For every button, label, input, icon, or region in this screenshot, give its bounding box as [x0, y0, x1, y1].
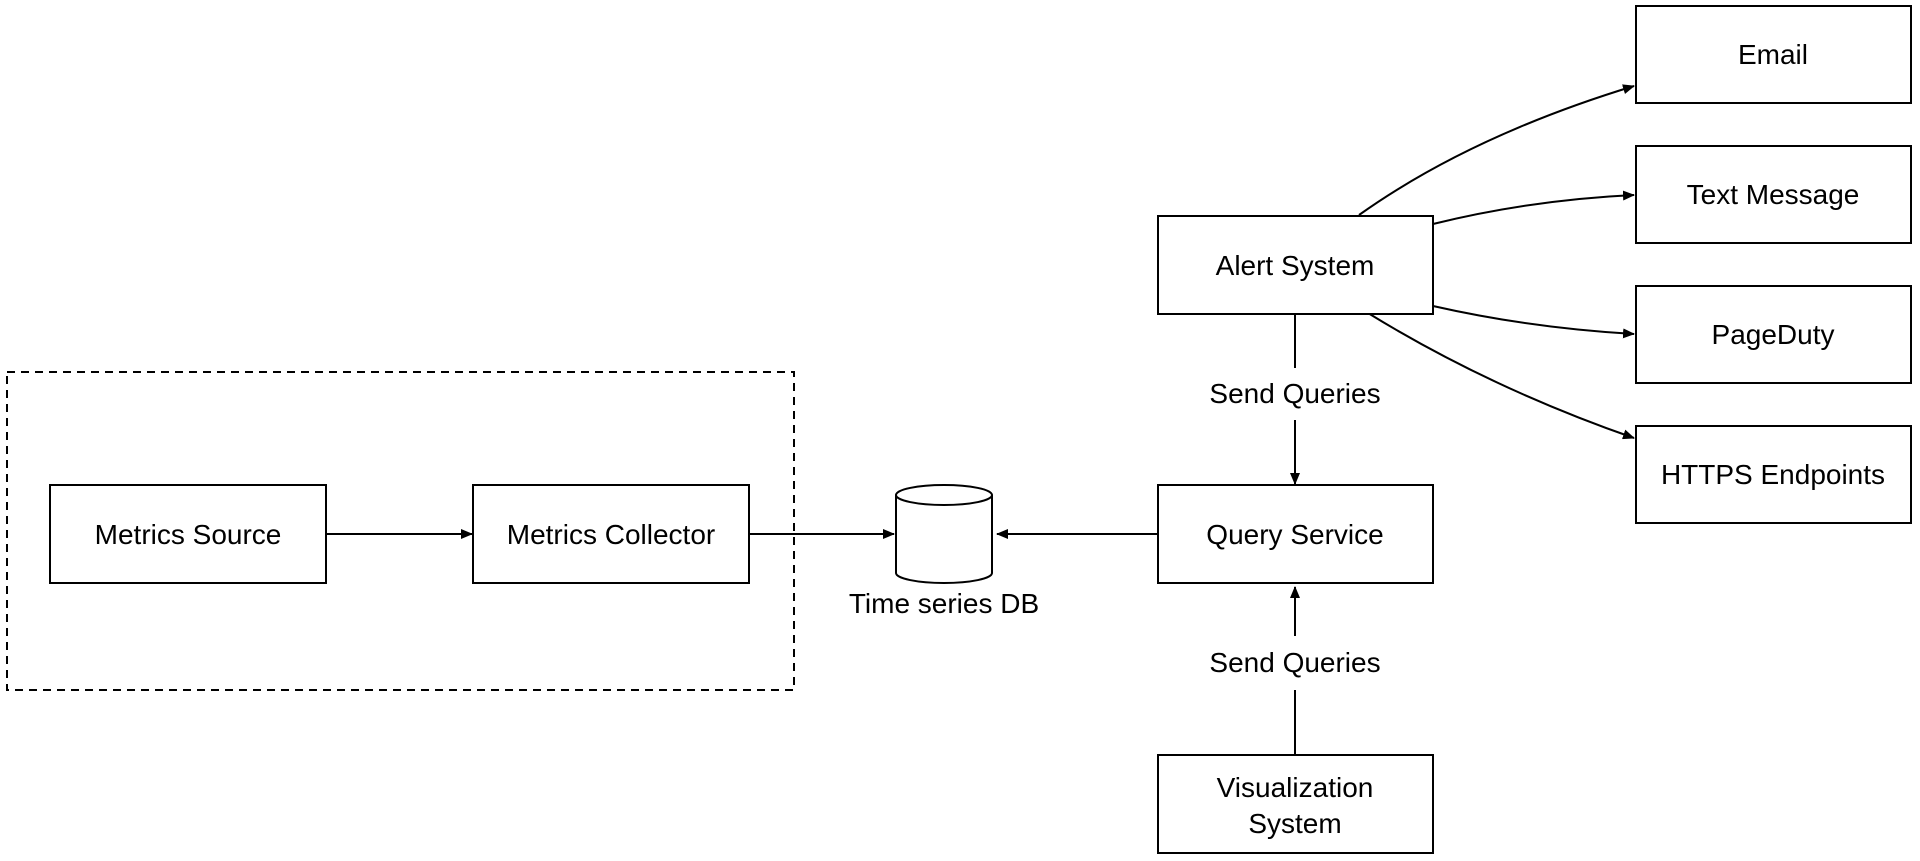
query-service-label: Query Service: [1206, 519, 1383, 550]
metrics-collection-group: [6, 371, 795, 691]
time-series-db-node: Time series DB: [849, 484, 1039, 619]
edge-alert-to-https-endpoints: [1367, 312, 1635, 440]
visualization-system-label-line1: Visualization: [1217, 772, 1374, 803]
edge-alert-to-email: [1358, 84, 1635, 216]
time-series-db-label: Time series DB: [849, 588, 1039, 619]
metrics-collector-node: Metrics Collector: [472, 484, 750, 584]
https-endpoints-node: HTTPS Endpoints: [1635, 425, 1912, 524]
visualization-system-node: Visualization System: [1157, 754, 1434, 854]
edge-label-viz-send-queries: Send Queries: [1209, 647, 1380, 678]
email-node: Email: [1635, 5, 1912, 104]
pageduty-node: PageDuty: [1635, 285, 1912, 384]
visualization-system-label-line2: System: [1248, 808, 1341, 839]
email-label: Email: [1738, 39, 1808, 70]
edge-alert-to-text-message: [1432, 190, 1635, 225]
pageduty-label: PageDuty: [1712, 319, 1835, 350]
text-message-node: Text Message: [1635, 145, 1912, 244]
alert-system-label: Alert System: [1216, 250, 1375, 281]
text-message-label: Text Message: [1687, 179, 1860, 210]
query-service-node: Query Service: [1157, 484, 1434, 584]
metrics-source-node: Metrics Source: [49, 484, 327, 584]
metrics-source-label: Metrics Source: [95, 519, 282, 550]
alert-system-node: Alert System: [1157, 215, 1434, 315]
metrics-collector-label: Metrics Collector: [507, 519, 715, 550]
edge-alert-to-pageduty: [1432, 305, 1635, 339]
https-endpoints-label: HTTPS Endpoints: [1661, 459, 1885, 490]
database-cylinder-icon: [895, 484, 993, 584]
edge-label-alert-send-queries: Send Queries: [1209, 378, 1380, 409]
